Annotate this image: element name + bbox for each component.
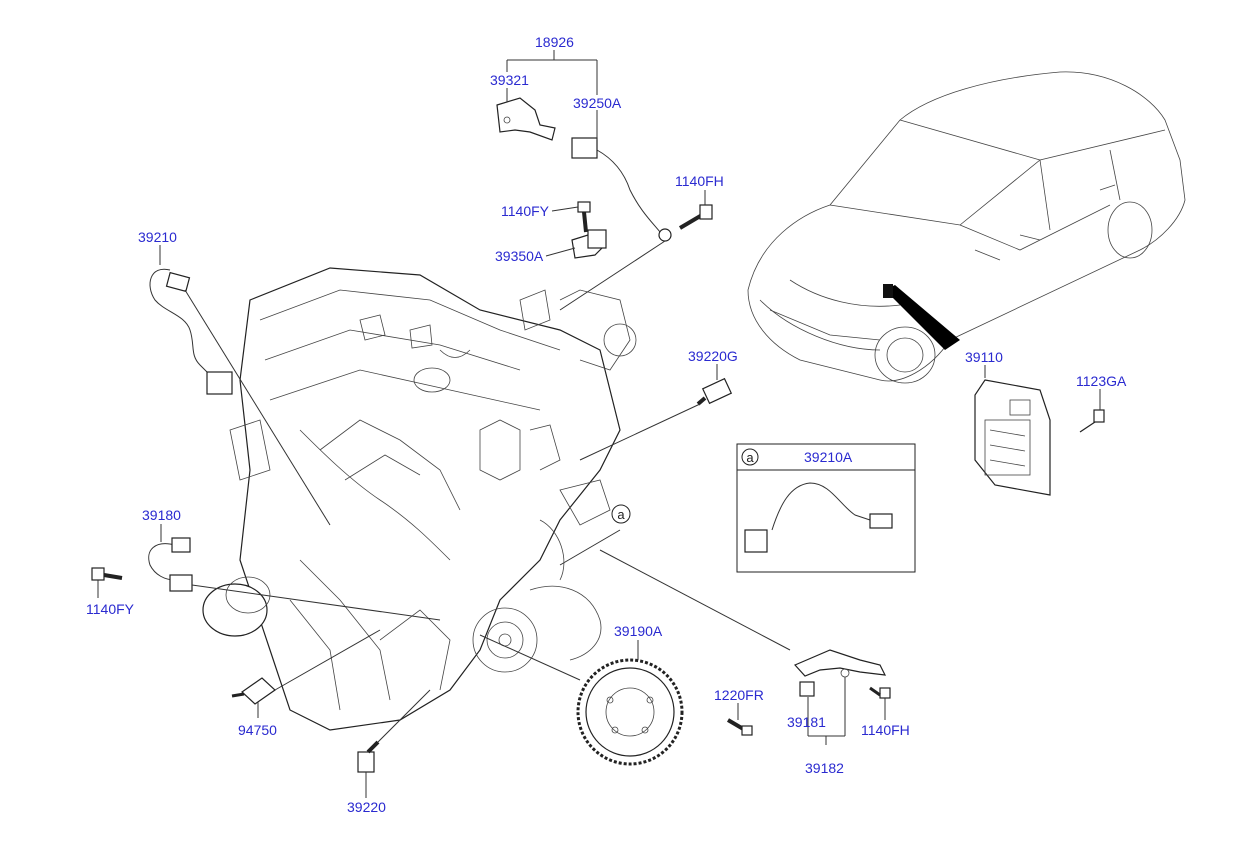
label-39210A[interactable]: 39210A [804,449,853,465]
label-39180[interactable]: 39180 [142,507,181,523]
knock-sensor-harness-39250A [571,137,672,242]
label-39110[interactable]: 39110 [965,349,1003,365]
cam-sensor-39350A [571,229,607,259]
label-39321[interactable]: 39321 [490,72,529,88]
label-39190A[interactable]: 39190A [614,623,663,639]
label-39220G[interactable]: 39220G [688,348,738,364]
crank-sensor-39180 [148,537,193,592]
bolt-1140FH-right [869,686,891,699]
label-1140FY-top[interactable]: 1140FY [501,203,549,219]
inset-box-39210A [736,443,916,573]
label-94750[interactable]: 94750 [238,722,277,738]
svg-text:a: a [617,507,625,522]
label-18926[interactable]: 18926 [535,34,574,50]
leader-lines [97,50,1101,798]
inset-marker-a: a [746,450,754,465]
label-39220[interactable]: 39220 [347,799,386,815]
bolt-1140FY-top [577,201,591,233]
label-39182[interactable]: 39182 [805,760,844,776]
label-1140FH-top[interactable]: 1140FH [675,173,724,189]
oil-pressure-switch-94750 [231,677,276,705]
callout-marker-a: a [611,504,631,524]
oil-filter [202,576,271,637]
label-1140FH-right[interactable]: 1140FH [861,722,910,738]
label-39250A[interactable]: 39250A [573,95,622,111]
target-wheel-39190A [576,658,684,766]
bracket-39321 [496,97,556,141]
bolt-1123GA [1079,409,1105,433]
temp-sensor-39220 [357,740,380,773]
label-39210[interactable]: 39210 [138,229,177,245]
label-39181[interactable]: 39181 [787,714,826,730]
bolt-1140FH-top [678,204,713,230]
label-1220FR[interactable]: 1220FR [714,687,764,703]
label-1123GA[interactable]: 1123GA [1076,373,1127,389]
bolt-1140FY-left [91,567,123,581]
bracket-39182 [793,649,887,697]
label-1140FY-left[interactable]: 1140FY [86,601,134,617]
oxygen-sensor-39210 [149,268,233,395]
ecu-unit-39110 [974,379,1051,496]
label-39350A[interactable]: 39350A [495,248,544,264]
bolt-1220FR [726,718,753,736]
car-illustration [747,71,1186,384]
engine-illustration [229,267,637,731]
ecu-location-arrow [883,284,960,350]
coolant-temp-sensor-39220G [696,377,733,406]
